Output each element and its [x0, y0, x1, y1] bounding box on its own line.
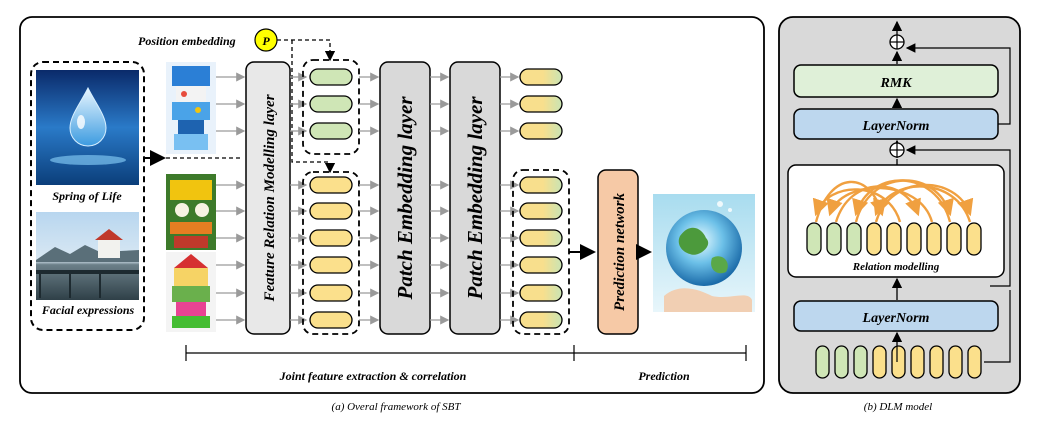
- patch1-to-patch2-arrows: [430, 72, 450, 325]
- patch-image-middle: [166, 174, 216, 250]
- spring-of-life-label: Spring of Life: [52, 189, 122, 203]
- patch-embedding-layer-2: [449, 61, 501, 335]
- position-arrow-bottom: [291, 40, 336, 174]
- patch2-to-output-arrows: [500, 72, 520, 325]
- patch-embedding-layer-1: [379, 61, 431, 335]
- layernorm-bottom: [793, 300, 999, 332]
- tokens-to-patch1-arrows: [359, 72, 380, 325]
- stage-scale-bar: [185, 345, 747, 361]
- green-tokens: [309, 68, 353, 140]
- feature-relation-layer: [245, 61, 291, 335]
- input-tokens: [815, 345, 982, 379]
- position-token-label: P: [262, 34, 270, 48]
- rmk-label: RMK: [879, 76, 913, 91]
- yellow-tokens: [309, 176, 353, 329]
- prediction-stage-label: Prediction: [638, 369, 690, 383]
- feature-relation-layer-label: Feature Relation Modelling layer: [262, 94, 278, 302]
- position-embedding-label: Position embedding: [138, 34, 236, 48]
- relation-tokens: [806, 222, 982, 256]
- output-tokens-top: [519, 68, 563, 140]
- facial-expressions-image: [36, 212, 139, 300]
- residual-path-top: [905, 43, 1011, 125]
- residual-path-bottom: [905, 145, 1011, 287]
- joint-feature-label: Joint feature extraction & correlation: [279, 369, 467, 383]
- patch-image-bottom: [166, 252, 216, 332]
- spring-of-life-image: [36, 70, 139, 185]
- patch-to-feature-arrows: [216, 72, 246, 325]
- prediction-globe-image: [653, 194, 755, 312]
- panel-a-caption: (a) Overal framework of SBT: [332, 401, 462, 413]
- output-tokens-bottom: [519, 176, 563, 329]
- layernorm-bottom-label: LayerNorm: [862, 311, 930, 326]
- patch-image-top: [166, 62, 216, 154]
- input-images-group: [30, 61, 145, 331]
- relation-arrows: [812, 179, 974, 223]
- layernorm-top-label: LayerNorm: [862, 119, 930, 134]
- panel-b-caption: (b) DLM model: [864, 401, 932, 413]
- patch-embedding-layer-2-label: Patch Embedding layer: [463, 96, 487, 301]
- position-arrow-top: [277, 39, 336, 62]
- relation-modelling-label: Relation modelling: [852, 261, 940, 273]
- patch-embedding-layer-1-label: Patch Embedding layer: [393, 96, 417, 301]
- facial-expressions-label: Facial expressions: [41, 303, 135, 317]
- yellow-token-group: [302, 171, 360, 335]
- rmk-block: [793, 64, 999, 98]
- prediction-network-label: Prediction network: [612, 193, 628, 311]
- layernorm-top: [793, 108, 999, 140]
